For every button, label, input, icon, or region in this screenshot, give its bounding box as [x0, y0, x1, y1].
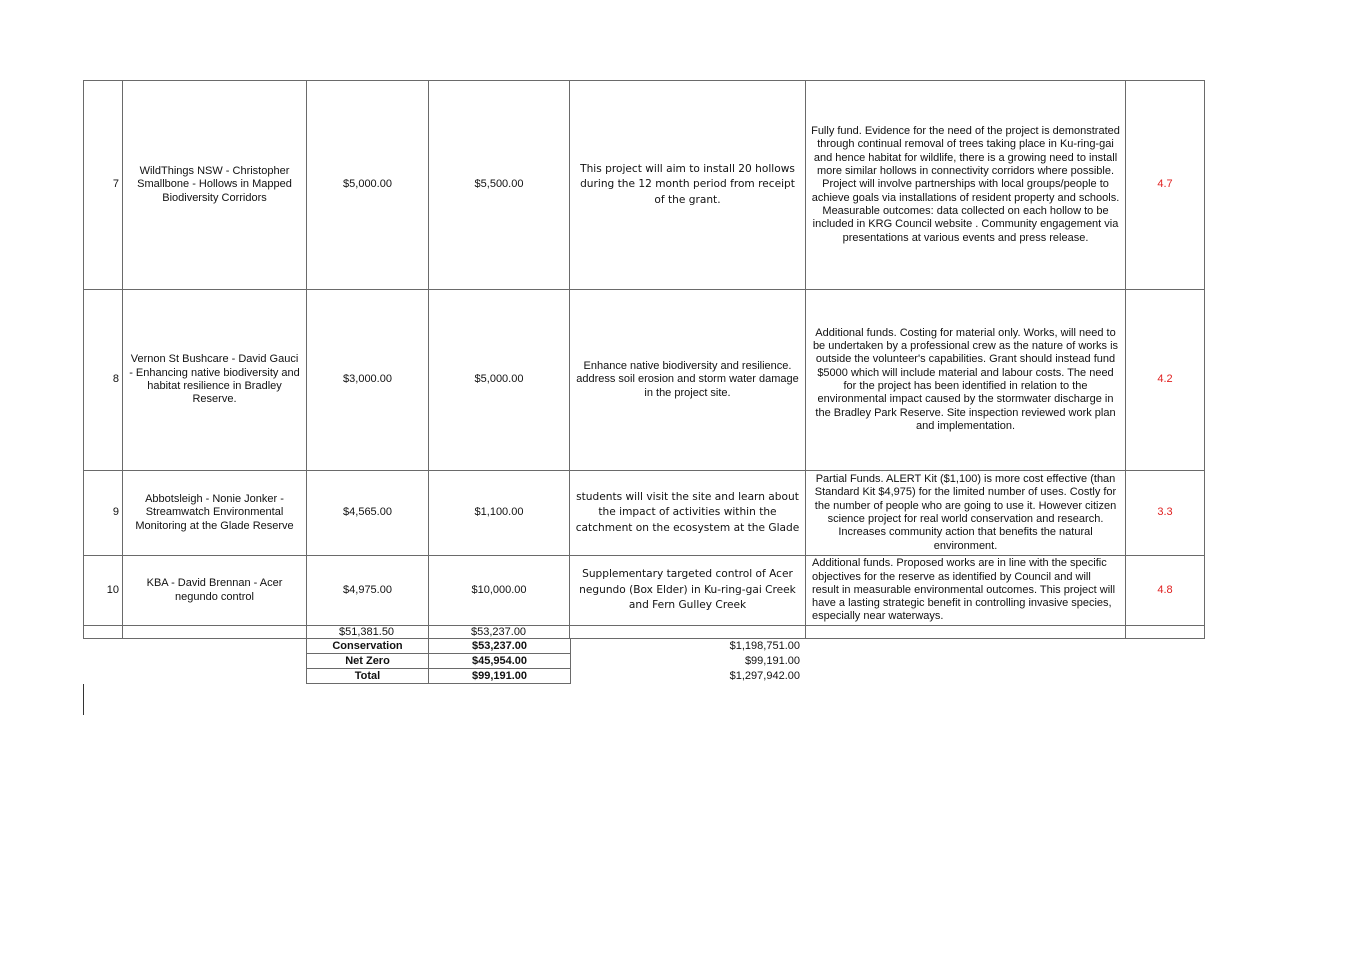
requested-amount: $4,565.00 [306, 470, 429, 556]
requested-amount: $5,000.00 [306, 80, 429, 290]
project-name: WildThings NSW - Christopher Smallbone -… [122, 80, 307, 290]
table-row: 10 KBA - David Brennan - Acer negundo co… [83, 555, 1205, 626]
row-number: 7 [83, 80, 123, 290]
summary-amount: $99,191.00 [428, 668, 571, 684]
subtotal-recommended: $53,237.00 [428, 625, 570, 639]
project-name: Abbotsleigh - Nonie Jonker - Streamwatch… [122, 470, 307, 556]
assessment-score: 3.3 [1125, 470, 1205, 556]
table-row: 9 Abbotsleigh - Nonie Jonker - Streamwat… [83, 470, 1205, 556]
summary-label: Total [306, 668, 429, 684]
recommended-amount: $10,000.00 [428, 555, 570, 626]
assessment-comment: Fully fund. Evidence for the need of the… [805, 80, 1126, 290]
assessment-score: 4.2 [1125, 289, 1205, 471]
project-name: Vernon St Bushcare - David Gauci - Enhan… [122, 289, 307, 471]
recommended-amount: $5,000.00 [428, 289, 570, 471]
project-description: Supplementary targeted control of Acer n… [569, 555, 806, 626]
subtotal-requested: $51,381.50 [306, 625, 429, 639]
summary-row-conservation: Conservation $53,237.00 [306, 638, 571, 654]
budget-total: $1,297,942.00 [729, 670, 800, 682]
grant-assessment-table: 7 WildThings NSW - Christopher Smallbone… [83, 80, 1205, 639]
recommended-amount: $5,500.00 [428, 80, 570, 290]
project-description: This project will aim to install 20 holl… [569, 80, 806, 290]
empty-cell [122, 625, 307, 639]
funding-summary-table: Conservation $53,237.00 Net Zero $45,954… [306, 638, 571, 684]
empty-cell [1125, 625, 1205, 639]
assessment-comment: Additional funds. Costing for material o… [805, 289, 1126, 471]
empty-cell [83, 625, 123, 639]
empty-cell [569, 625, 806, 639]
row-number: 10 [83, 555, 123, 626]
assessment-score: 4.8 [1125, 555, 1205, 626]
summary-row-total: Total $99,191.00 [306, 668, 571, 684]
summary-label: Conservation [306, 638, 429, 654]
empty-cell [805, 625, 1126, 639]
requested-amount: $3,000.00 [306, 289, 429, 471]
summary-amount: $53,237.00 [428, 638, 571, 654]
subtotal-row: $51,381.50 $53,237.00 [83, 625, 1205, 639]
assessment-comment: Additional funds. Proposed works are in … [805, 555, 1126, 626]
budget-conservation: $1,198,751.00 [729, 640, 800, 652]
assessment-score: 4.7 [1125, 80, 1205, 290]
summary-amount: $45,954.00 [428, 653, 571, 669]
row-number: 9 [83, 470, 123, 556]
requested-amount: $4,975.00 [306, 555, 429, 626]
text-cursor [83, 684, 84, 715]
project-description: students will visit the site and learn a… [569, 470, 806, 556]
row-number: 8 [83, 289, 123, 471]
table-row: 8 Vernon St Bushcare - David Gauci - Enh… [83, 289, 1205, 471]
project-description: Enhance native biodiversity and resilien… [569, 289, 806, 471]
budget-net-zero: $99,191.00 [744, 655, 800, 667]
summary-row-net-zero: Net Zero $45,954.00 [306, 653, 571, 669]
summary-label: Net Zero [306, 653, 429, 669]
recommended-amount: $1,100.00 [428, 470, 570, 556]
assessment-comment: Partial Funds. ALERT Kit ($1,100) is mor… [805, 470, 1126, 556]
project-name: KBA - David Brennan - Acer negundo contr… [122, 555, 307, 626]
table-row: 7 WildThings NSW - Christopher Smallbone… [83, 80, 1205, 290]
